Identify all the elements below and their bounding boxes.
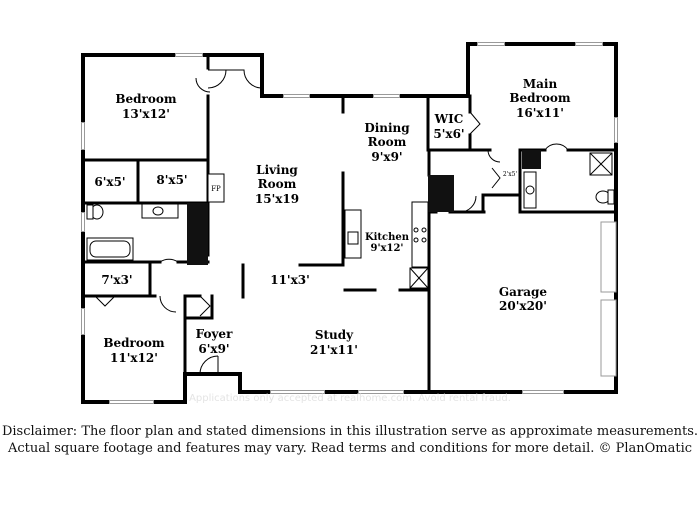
main-bedroom-dims: 16'x11' [516,106,564,120]
disclaimer-line-1: Disclaimer: The floor plan and stated di… [1,424,699,439]
dining-room-name-2: Room [368,135,407,149]
garage-dims: 20'x20' [499,299,547,313]
doors [94,60,569,375]
living-room-dims: 15'x19 [255,192,299,206]
closet-b-dims: 8'x5' [156,173,187,187]
kitchen-dims: 9'x12' [371,243,404,254]
kitchen-name: Kitchen [365,232,410,243]
fireplace-label: FP [211,185,221,193]
living-room-name-2: Room [258,177,297,191]
garage-name: Garage [499,285,548,299]
disclaimer-line-2: Actual square footage and features may v… [7,441,693,456]
foyer-dims: 6'x9' [198,342,229,356]
bedroom-sw-dims: 11'x12' [110,351,158,365]
fixtures [86,150,615,289]
watermark: Applications only accepted at realhome.c… [189,393,511,404]
bedroom-nw-name: Bedroom [115,92,176,106]
main-bedroom-name-2: Bedroom [509,91,570,105]
bedroom-sw-name: Bedroom [103,336,164,350]
disclaimer: Disclaimer: The floor plan and stated di… [0,423,700,457]
small-closet-dims: 2'x5' [503,171,518,178]
wic-dims: 5'x6' [433,127,464,141]
closet-c-dims: 7'x3' [101,273,132,287]
closet-a-dims: 6'x5' [94,175,125,189]
bedroom-nw-dims: 13'x12' [122,107,170,121]
kitchen-counter-right [411,201,429,268]
living-room-name-1: Living [256,163,298,177]
wic-name: WIC [434,112,464,126]
windows [81,42,618,404]
chimney-block [428,175,454,212]
study-dims: 21'x11' [310,343,358,357]
study-name: Study [315,328,354,342]
room-labels: Bedroom 13'x12' 6'x5' 8'x5' FP Living Ro… [94,77,570,365]
foyer-name: Foyer [196,327,233,341]
closet-block [522,150,541,169]
hall-dims: 11'x3' [270,273,310,287]
main-bedroom-name-1: Main [523,77,558,91]
fireplace-block [187,203,208,265]
dining-room-dims: 9'x9' [371,150,402,164]
dining-room-name-1: Dining [364,121,410,135]
